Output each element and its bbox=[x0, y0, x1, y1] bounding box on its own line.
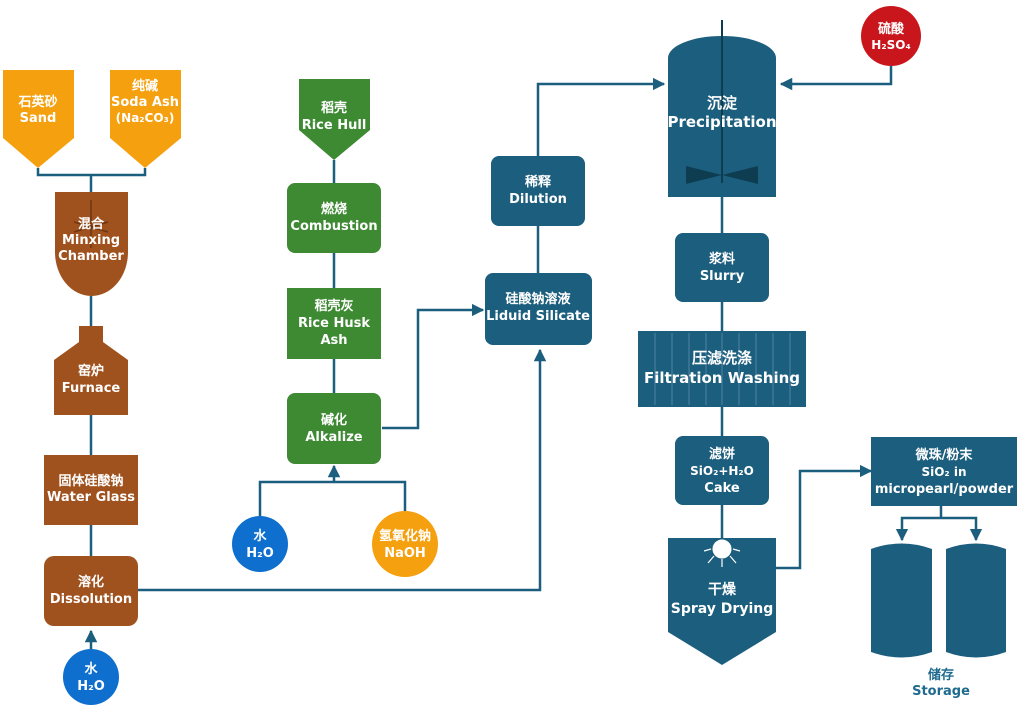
node-naoh: 氢氧化钠 NaOH bbox=[372, 511, 438, 577]
storage-silo-right bbox=[946, 543, 1006, 658]
precipitation-label-en: Precipitation bbox=[667, 113, 776, 131]
rice-hull-label-en: Rice Hull bbox=[302, 118, 367, 133]
water-glass-label-en: Water Glass bbox=[47, 490, 135, 505]
dissolution-label-cn: 溶化 bbox=[78, 574, 104, 590]
arrow-to-storage-right bbox=[941, 516, 983, 542]
soda-ash-label-en: Soda Ash bbox=[111, 95, 179, 110]
naoh-label-cn: 氢氧化钠 bbox=[379, 528, 431, 544]
node-rice-hull: 稻壳 Rice Hull bbox=[299, 79, 370, 160]
acid-formula: H₂SO₄ bbox=[871, 38, 910, 52]
water-1-label-cn: 水 bbox=[84, 661, 98, 677]
furnace-label-cn: 窑炉 bbox=[78, 363, 104, 379]
node-rice-husk-ash: 稻壳灰 Rice Husk Ash bbox=[287, 288, 381, 359]
slurry-label-cn: 浆料 bbox=[708, 251, 735, 267]
dissolution-label-en: Dissolution bbox=[50, 592, 132, 607]
connectors bbox=[36, 66, 983, 650]
node-precipitation: 沉淀 Precipitation bbox=[667, 20, 777, 197]
connector-water-naoh bbox=[258, 480, 407, 516]
rice-hull-label-cn: 稻壳 bbox=[321, 100, 347, 116]
dilution-label-cn: 稀释 bbox=[525, 174, 552, 190]
node-mixing-chamber: 混合 Minxing Chamber bbox=[55, 192, 128, 296]
node-dilution: 稀释 Dilution bbox=[491, 156, 585, 226]
alkalize-label-cn: 碱化 bbox=[321, 412, 347, 428]
node-water-1: 水 H₂O bbox=[63, 649, 119, 705]
storage-silo-left bbox=[871, 543, 932, 658]
node-dissolution: 溶化 Dissolution bbox=[44, 556, 138, 626]
rice-husk-ash-label-en2: Ash bbox=[320, 333, 347, 348]
arrow-alkalize-silicate bbox=[382, 303, 485, 430]
silicate-label-cn: 硅酸钠溶液 bbox=[505, 291, 570, 307]
node-storage: 储存 Storage bbox=[871, 543, 1006, 699]
node-furnace: 窑炉 Furnace bbox=[54, 326, 128, 415]
micropearl-formula: SiO₂ in bbox=[921, 465, 966, 479]
storage-label-cn: 储存 bbox=[927, 667, 954, 683]
water-2-formula: H₂O bbox=[246, 546, 274, 561]
micropearl-label-en: micropearl/powder bbox=[875, 482, 1014, 497]
sand-label-cn: 石英砂 bbox=[17, 94, 57, 110]
node-sand: 石英砂 Sand bbox=[3, 70, 74, 168]
water-glass-label-cn: 固体硅酸钠 bbox=[58, 473, 123, 489]
node-cake: 滤饼 SiO₂+H₂O Cake bbox=[675, 436, 769, 505]
node-soda-ash: 纯碱 Soda Ash (Na₂CO₃) bbox=[110, 70, 181, 168]
node-micropearl: 微珠/粉末 SiO₂ in micropearl/powder bbox=[871, 437, 1017, 506]
filtration-label-cn: 压滤洗涤 bbox=[692, 349, 752, 367]
node-sulfuric-acid: 硫酸 H₂SO₄ bbox=[861, 6, 921, 66]
arrow-drying-micropearl bbox=[775, 464, 873, 570]
sand-label-en: Sand bbox=[20, 111, 57, 126]
combustion-label-en: Combustion bbox=[290, 219, 377, 234]
spray-drying-label-en: Spray Drying bbox=[671, 601, 773, 617]
water-2-label-cn: 水 bbox=[253, 528, 267, 544]
slurry-label-en: Slurry bbox=[700, 269, 745, 284]
silicate-label-en: Liduid Silicate bbox=[486, 309, 590, 324]
filtration-label-en: Filtration Washing bbox=[644, 369, 800, 387]
storage-label-en: Storage bbox=[912, 684, 970, 699]
water-1-formula: H₂O bbox=[77, 679, 105, 694]
filter-plates bbox=[654, 333, 791, 405]
mixing-label-en1: Minxing bbox=[62, 233, 120, 248]
soda-ash-label-cn: 纯碱 bbox=[132, 78, 158, 94]
node-combustion: 燃烧 Combustion bbox=[287, 183, 381, 253]
soda-ash-formula: (Na₂CO₃) bbox=[116, 111, 175, 125]
arrow-to-storage-left bbox=[895, 516, 941, 542]
rice-husk-ash-label-en1: Rice Husk bbox=[298, 316, 370, 331]
spray-nozzle-icon bbox=[703, 538, 741, 567]
naoh-label-en: NaOH bbox=[384, 546, 426, 561]
cake-formula: SiO₂+H₂O bbox=[690, 464, 754, 478]
spray-drying-label-cn: 干燥 bbox=[708, 581, 737, 598]
node-liquid-silicate: 硅酸钠溶液 Liduid Silicate bbox=[485, 273, 592, 345]
precipitation-label-cn: 沉淀 bbox=[707, 94, 738, 112]
micropearl-label-cn: 微珠/粉末 bbox=[915, 447, 974, 463]
node-slurry: 浆料 Slurry bbox=[675, 233, 769, 302]
mixer-blades-icon bbox=[73, 200, 109, 248]
furnace-label-en: Furnace bbox=[62, 381, 121, 396]
node-alkalize: 碱化 Alkalize bbox=[287, 393, 381, 464]
arrow-acid-precipitation bbox=[779, 66, 893, 91]
cake-label-cn: 滤饼 bbox=[709, 446, 735, 462]
node-water-glass: 固体硅酸钠 Water Glass bbox=[44, 455, 138, 525]
rice-husk-ash-label-cn: 稻壳灰 bbox=[314, 298, 353, 314]
dilution-label-en: Dilution bbox=[509, 192, 567, 207]
arrow-dissolution-silicate bbox=[138, 348, 547, 592]
node-spray-drying: 干燥 Spray Drying bbox=[668, 538, 776, 665]
alkalize-label-en: Alkalize bbox=[305, 430, 362, 445]
agitator-impeller-icon bbox=[686, 166, 758, 184]
node-water-2: 水 H₂O bbox=[232, 516, 288, 572]
arrow-dilution-precipitation bbox=[536, 77, 666, 156]
mixing-label-cn: 混合 bbox=[78, 216, 105, 232]
mixing-label-en2: Chamber bbox=[58, 249, 124, 264]
cake-label-en: Cake bbox=[704, 481, 740, 496]
acid-label-cn: 硫酸 bbox=[878, 21, 905, 37]
connector-sand-mixing bbox=[36, 168, 147, 177]
combustion-label-cn: 燃烧 bbox=[321, 201, 347, 217]
node-filtration-washing: 压滤洗涤 Filtration Washing bbox=[638, 331, 806, 407]
